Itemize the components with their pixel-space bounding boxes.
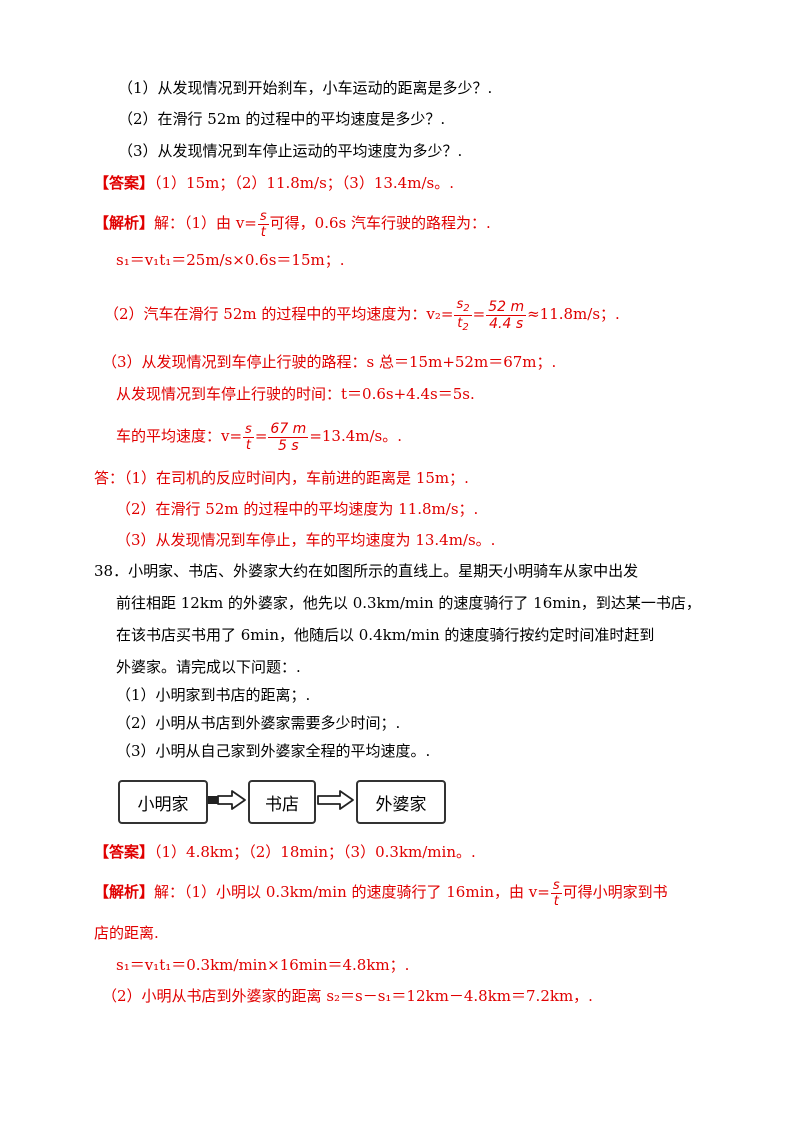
q37-part3-line1: （3）从发现情况到车停止行驶的路程：s 总＝15m+52m＝67m；. xyxy=(102,353,557,371)
q38-sub3: （3）小明从自己家到外婆家全程的平均速度。. xyxy=(116,742,431,760)
analysis-after: 可得，0.6s 汽车行驶的路程为：. xyxy=(269,214,491,232)
analysis-tag: 【解析】 xyxy=(94,883,155,901)
diagram-box-grandma: 外婆家 xyxy=(356,780,446,824)
answer-text: （1）4.8km；（2）18min；（3）0.3km/min。. xyxy=(154,843,476,861)
q37-final-1: 答：（1）在司机的反应时间内，车前进的距离是 15m；. xyxy=(94,469,469,487)
part2-tail: ≈11.8m/s；. xyxy=(527,305,620,323)
q37-final-2: （2）在滑行 52m 的过程中的平均速度为 11.8m/s；. xyxy=(116,500,479,518)
q38-stem-4: 外婆家。请完成以下问题：. xyxy=(116,658,301,676)
q38-s1-line: s₁＝v₁t₁＝0.3km/min×16min＝4.8km；. xyxy=(116,956,410,974)
analysis-lead: 解：（1）由 v= xyxy=(154,214,257,232)
q38-sub2: （2）小明从书店到外婆家需要多少时间；. xyxy=(116,714,401,732)
answer-tag: 【答案】 xyxy=(94,843,155,861)
q38-answer: 【答案】（1）4.8km；（2）18min；（3）0.3km/min。. xyxy=(94,842,476,862)
diagram-arrow-1 xyxy=(208,790,246,810)
diagram-box-home: 小明家 xyxy=(118,780,208,824)
q37-s1-line: s₁＝v₁t₁＝25m/s×0.6s＝15m；. xyxy=(116,251,345,269)
answer-tag: 【答案】 xyxy=(94,174,155,192)
diagram-arrow-2 xyxy=(317,790,354,810)
q38-stem-1: 38．小明家、书店、外婆家大约在如图所示的直线上。星期天小明骑车从家中出发 xyxy=(94,562,639,580)
q38-analysis-line2: 店的距离. xyxy=(94,924,159,942)
q37-sub2: （2）在滑行 52m 的过程中的平均速度是多少？. xyxy=(118,110,446,128)
analysis-lead: 解：（1）小明以 0.3km/min 的速度骑行了 16min，由 v= xyxy=(154,883,550,901)
part3-lead: 车的平均速度：v= xyxy=(116,427,243,445)
part3-tail: =13.4m/s。. xyxy=(309,427,403,445)
q37-part3-line2: 从发现情况到车停止行驶的时间：t＝0.6s+4.4s＝5s. xyxy=(116,385,475,403)
diagram-box-bookstore: 书店 xyxy=(248,780,316,824)
answer-text: （1）15m；（2）11.8m/s；（3）13.4m/s。. xyxy=(154,174,454,192)
analysis-tag: 【解析】 xyxy=(94,214,155,232)
q37-sub1: （1）从发现情况到开始刹车，小车运动的距离是多少？. xyxy=(118,79,493,97)
q37-sub3: （3）从发现情况到车停止运动的平均速度为多少？. xyxy=(118,142,463,160)
q38-stem-2: 前往相距 12km 的外婆家，他先以 0.3km/min 的速度骑行了 16mi… xyxy=(116,594,701,612)
q38-part2: （2）小明从书店到外婆家的距离 s₂＝s－s₁＝12km－4.8km＝7.2km… xyxy=(102,987,593,1005)
q37-answer: 【答案】（1）15m；（2）11.8m/s；（3）13.4m/s。. xyxy=(94,173,454,193)
q38-stem-3: 在该书店买书用了 6min，他随后以 0.4km/min 的速度骑行按约定时间准… xyxy=(116,626,655,644)
q37-final-3: （3）从发现情况到车停止，车的平均速度为 13.4m/s。. xyxy=(116,531,496,549)
analysis-after: 可得小明家到书 xyxy=(562,883,668,901)
part2-lead: （2）汽车在滑行 52m 的过程中的平均速度为：v₂= xyxy=(104,305,454,323)
q38-analysis: 【解析】解：（1）小明以 0.3km/min 的速度骑行了 16min，由 v=… xyxy=(94,877,668,908)
q38-sub1: （1）小明家到书店的距离；. xyxy=(116,686,311,704)
